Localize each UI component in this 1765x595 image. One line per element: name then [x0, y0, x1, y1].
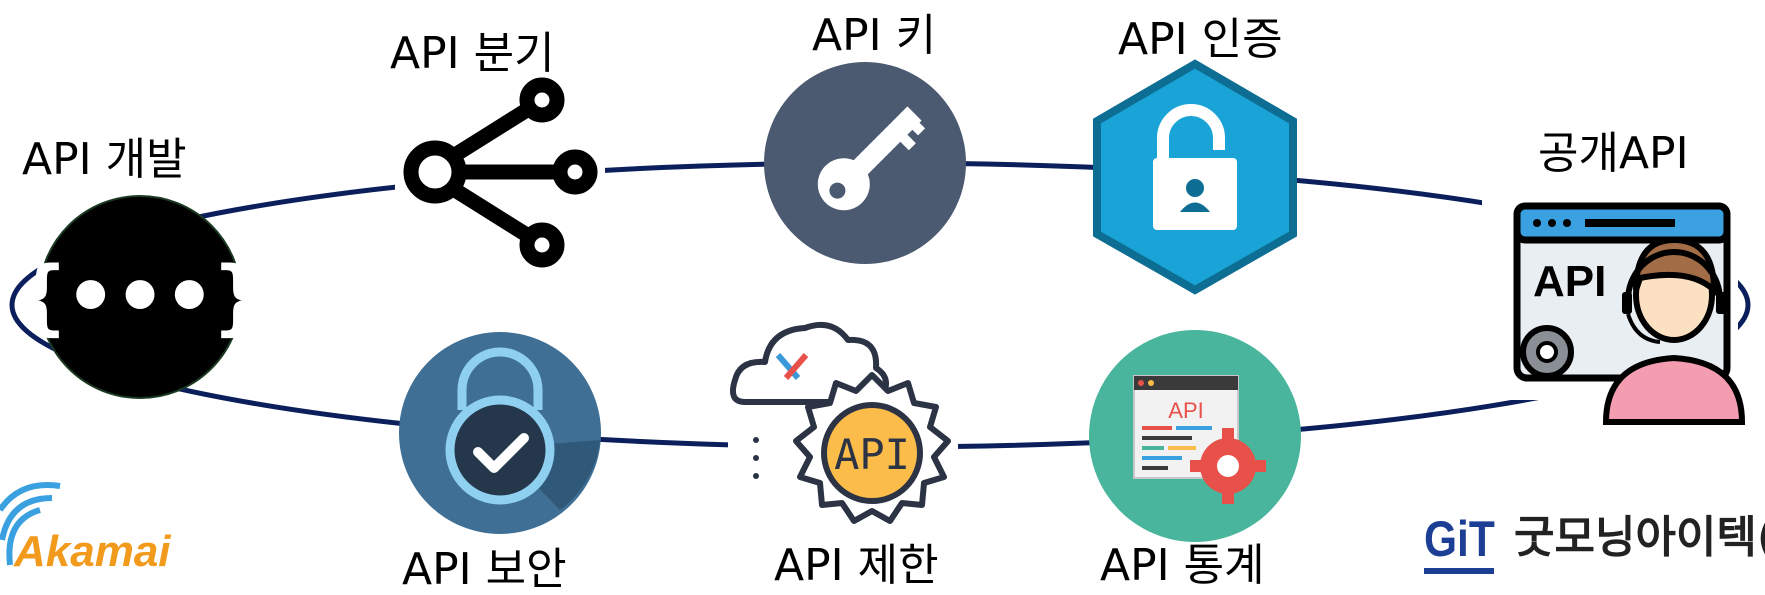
git-logo: GiT: [1424, 511, 1495, 567]
git-company-name: 굿모닝아이텍(주: [1514, 512, 1765, 563]
git-underline: [1424, 568, 1494, 574]
label-api-limit: API 제한: [774, 540, 939, 591]
api-limit-icon: API: [728, 318, 958, 530]
label-public-api: 공개API: [1538, 128, 1689, 179]
public-api-icon: API: [1482, 200, 1746, 425]
api-branch-icon: [395, 77, 605, 290]
api-security-icon: [399, 332, 601, 534]
limit-api-label: API: [834, 430, 910, 479]
api-dev-icon: {•••}: [17, 195, 264, 399]
api-stats-icon: API: [1089, 330, 1301, 542]
public-api-screen-label: API: [1533, 257, 1606, 306]
api-key-icon: [764, 62, 966, 264]
api-auth-icon: [1093, 59, 1297, 295]
label-api-dev: API 개발: [22, 134, 187, 185]
label-api-stats: API 통계: [1100, 540, 1265, 591]
label-api-security: API 보안: [402, 544, 567, 595]
label-api-key: API 키: [812, 10, 937, 61]
label-api-branch: API 분기: [390, 28, 555, 79]
stats-api-label: API: [1168, 398, 1203, 423]
akamai-logo: Akamai: [14, 527, 171, 576]
braces-glyph: {•••}: [17, 250, 264, 345]
akamai-swoosh-icon: [0, 482, 61, 566]
label-api-auth: API 인증: [1118, 14, 1283, 65]
